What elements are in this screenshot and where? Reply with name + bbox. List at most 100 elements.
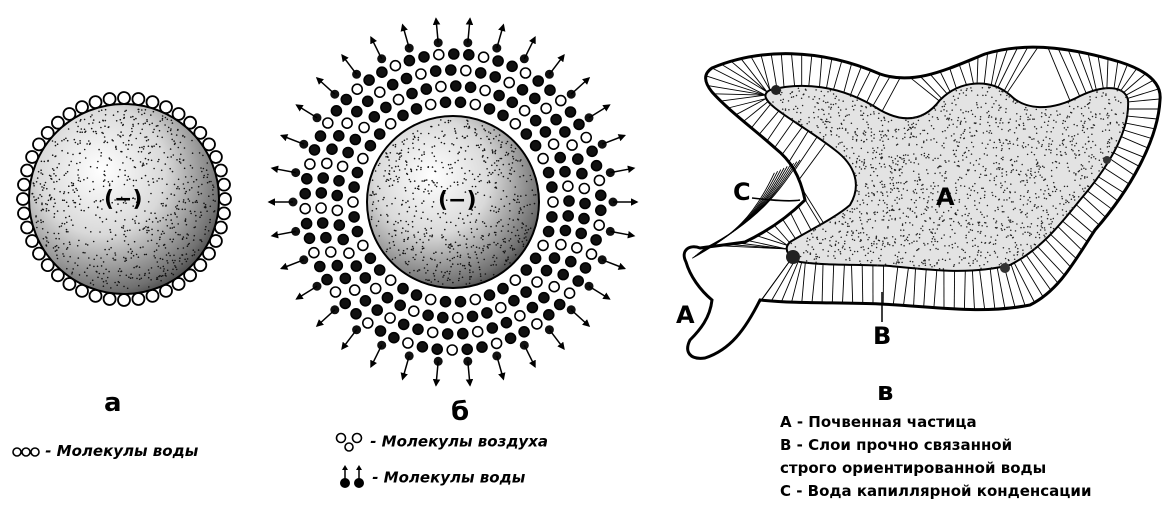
stipple-dot	[934, 232, 936, 234]
stipple-dot	[146, 163, 148, 165]
stipple-dot	[476, 257, 478, 259]
stipple-dot	[1108, 151, 1110, 153]
stipple-dot	[504, 205, 506, 207]
stipple-dot	[43, 238, 45, 240]
stipple-dot	[896, 197, 898, 199]
stipple-dot	[865, 186, 867, 188]
stipple-dot	[428, 239, 430, 241]
stipple-dot	[462, 218, 464, 220]
stipple-dot	[990, 236, 992, 238]
stipple-dot	[182, 135, 184, 137]
stipple-dot	[476, 219, 478, 221]
stipple-dot	[887, 207, 889, 209]
stipple-dot	[183, 201, 185, 203]
stipple-dot	[42, 173, 44, 175]
stipple-dot	[460, 263, 462, 265]
contact-node	[786, 250, 800, 264]
stipple-dot	[194, 254, 196, 256]
contact-node	[771, 85, 781, 95]
stipple-dot	[994, 177, 996, 179]
stipple-dot	[821, 108, 823, 110]
stipple-dot	[907, 121, 909, 123]
stipple-dot	[1020, 195, 1022, 197]
stipple-dot	[500, 144, 502, 146]
stipple-dot	[851, 230, 853, 232]
stipple-dot	[942, 131, 944, 133]
stipple-dot	[412, 133, 414, 135]
stipple-dot	[105, 280, 107, 282]
stipple-dot	[482, 150, 484, 152]
stipple-dot	[1030, 171, 1032, 173]
stipple-dot	[424, 267, 426, 269]
stipple-dot	[833, 255, 835, 257]
stipple-dot	[399, 158, 401, 160]
stipple-dot	[523, 206, 525, 208]
stipple-dot	[500, 245, 502, 247]
water-molecule	[441, 97, 451, 107]
stipple-dot	[788, 100, 790, 102]
stipple-dot	[483, 259, 485, 261]
stipple-dot	[916, 144, 918, 146]
stipple-dot	[153, 129, 155, 131]
stipple-dot	[420, 251, 422, 253]
stipple-dot	[980, 232, 982, 234]
stipple-dot	[1043, 193, 1045, 195]
stipple-dot	[499, 134, 501, 136]
stipple-dot	[92, 181, 94, 183]
stipple-dot	[1085, 168, 1087, 170]
stipple-dot	[132, 125, 134, 127]
stipple-dot	[407, 231, 409, 233]
stipple-dot	[1060, 190, 1062, 192]
stipple-dot	[64, 174, 66, 176]
stipple-dot	[886, 204, 888, 206]
stipple-dot	[932, 193, 934, 195]
stipple-dot	[129, 178, 131, 180]
stipple-dot	[86, 143, 88, 145]
water-molecule	[446, 65, 456, 75]
stipple-dot	[103, 281, 105, 283]
stipple-dot	[149, 152, 151, 154]
legend-a-water-text: - Молекулы воды	[45, 442, 198, 460]
stipple-dot	[33, 196, 35, 198]
water-molecule	[519, 327, 529, 337]
stipple-dot	[186, 237, 188, 239]
stipple-dot	[1107, 141, 1109, 143]
stipple-dot	[980, 119, 982, 121]
stipple-dot	[77, 143, 79, 145]
stipple-dot	[1069, 106, 1071, 108]
air-molecule	[305, 159, 315, 169]
orientation-arrow	[497, 25, 504, 48]
stipple-dot	[994, 142, 996, 144]
stipple-dot	[983, 217, 985, 219]
stipple-dot	[1045, 136, 1047, 138]
stipple-dot	[846, 155, 848, 157]
stipple-dot	[120, 271, 122, 273]
stipple-dot	[1081, 168, 1083, 170]
stipple-dot	[412, 226, 414, 228]
stipple-dot	[474, 128, 476, 130]
stipple-dot	[914, 202, 916, 204]
stipple-dot	[100, 201, 102, 203]
stipple-dot	[861, 223, 863, 225]
stipple-dot	[195, 220, 197, 222]
stipple-dot	[162, 115, 164, 117]
stipple-dot	[1088, 103, 1090, 105]
stipple-dot	[1031, 223, 1033, 225]
stipple-dot	[449, 251, 451, 253]
stipple-dot	[143, 123, 145, 125]
stipple-dot	[859, 204, 861, 206]
stipple-dot	[120, 151, 122, 153]
stipple-dot	[911, 199, 913, 201]
stipple-dot	[986, 154, 988, 156]
stipple-dot	[815, 229, 817, 231]
stipple-dot	[942, 258, 944, 260]
stipple-dot	[1037, 206, 1039, 208]
stipple-dot	[974, 183, 976, 185]
stipple-dot	[1035, 193, 1037, 195]
stipple-dot	[995, 122, 997, 124]
water-molecule	[494, 91, 504, 101]
stipple-dot	[64, 223, 66, 225]
water-molecule	[118, 92, 130, 104]
stipple-dot	[177, 205, 179, 207]
stipple-dot	[972, 240, 974, 242]
